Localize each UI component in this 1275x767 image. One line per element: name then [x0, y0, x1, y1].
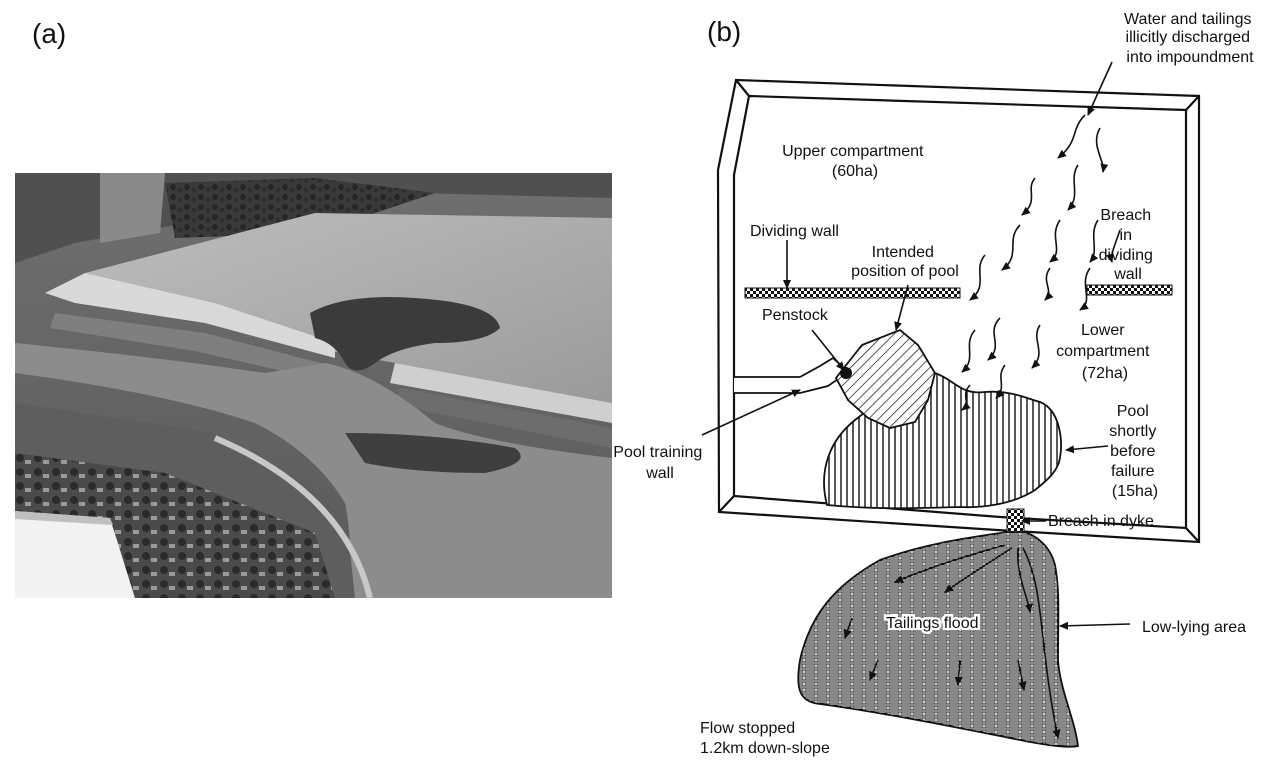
flood-arrows: [843, 544, 1061, 739]
callout-arrows: [701, 61, 1131, 630]
label-upper-compartment: Upper compartment (60ha): [782, 143, 928, 180]
panel-label-a: (a): [32, 18, 67, 49]
label-lower-compartment: Lower compartment (72ha): [1056, 322, 1154, 382]
discharge-arrows: [961, 114, 1121, 411]
label-intended-pool: Intended position of pool: [851, 244, 959, 280]
dividing-wall-left: [744, 287, 961, 299]
aerial-photograph: [15, 173, 612, 598]
penstock-dot: [840, 367, 852, 379]
impoundment-walls: [716, 78, 1201, 544]
label-pool-training-wall: Pool training wall: [613, 444, 706, 482]
label-low-lying-area: Low-lying area: [1142, 619, 1246, 636]
dividing-wall-right: [1086, 284, 1173, 296]
label-breach-in-dyke: Breach in dyke: [1048, 513, 1154, 530]
breach-dyke-zone: [1006, 508, 1025, 535]
label-breach-dividing-wall: Breach in dividing wall: [1099, 207, 1158, 283]
panel-label-b: (b): [707, 16, 742, 47]
label-flow-stopped: Flow stopped 1.2km down-slope: [700, 720, 830, 757]
tailings-flood: [797, 531, 1079, 748]
label-tailings-flood: Tailings flood: [886, 615, 979, 632]
label-penstock: Penstock: [762, 307, 829, 324]
failure-schematic: Water and tailings illicitly discharged …: [613, 11, 1256, 757]
intended-pool: [834, 328, 936, 429]
label-dividing-wall: Dividing wall: [750, 223, 839, 240]
label-pool-before-failure: Pool shortly before failure (15ha): [1109, 403, 1161, 500]
pool-training-wall: [734, 356, 850, 394]
label-discharge: Water and tailings illicitly discharged …: [1124, 11, 1256, 66]
